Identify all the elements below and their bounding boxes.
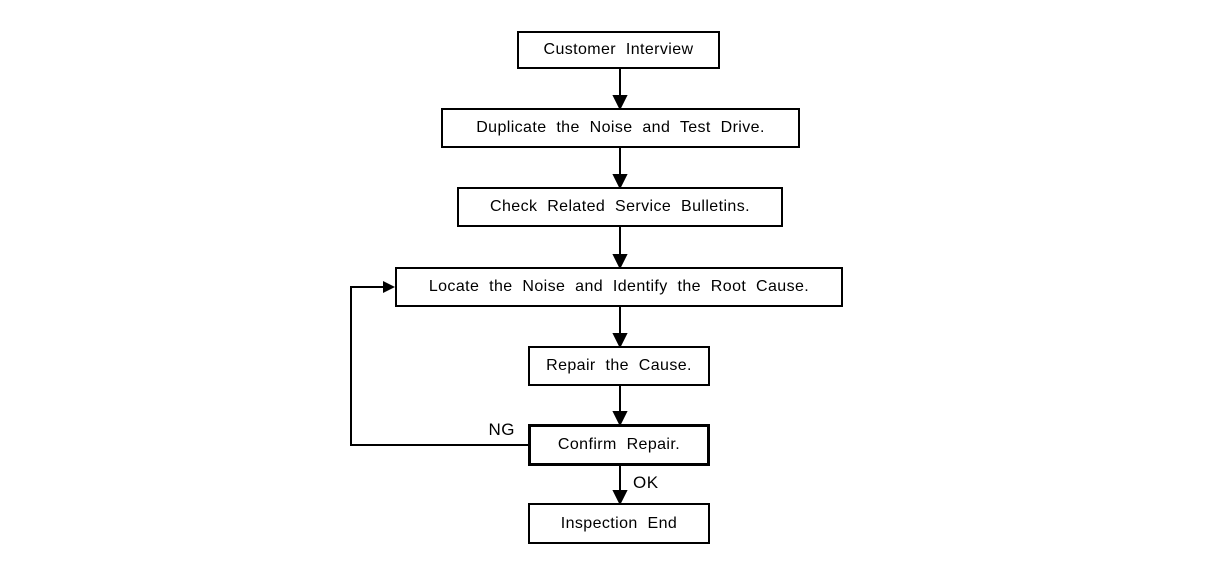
flow-node-repair-the-cause: Repair the Cause. (528, 346, 710, 386)
flow-node-duplicate-noise-test-drive: Duplicate the Noise and Test Drive. (441, 108, 800, 148)
edge-label-ng: NG (455, 420, 515, 440)
flow-node-inspection-end: Inspection End (528, 503, 710, 544)
arrow-ng-feedback-loop (350, 281, 528, 446)
flow-node-check-service-bulletins: Check Related Service Bulletins. (457, 187, 783, 227)
arrow-repair-to-confirm (612, 386, 628, 427)
flow-node-locate-noise-root-cause: Locate the Noise and Identify the Root C… (395, 267, 843, 307)
arrow-check-to-locate (612, 227, 628, 270)
arrow-locate-to-repair (612, 307, 628, 349)
edge-label-ok: OK (633, 473, 659, 493)
arrow-duplicate-to-check (612, 148, 628, 190)
flow-node-customer-interview: Customer Interview (517, 31, 720, 69)
arrow-customer-to-duplicate (612, 69, 628, 111)
flow-node-confirm-repair: Confirm Repair. (528, 424, 710, 466)
arrow-confirm-to-end (612, 466, 628, 506)
